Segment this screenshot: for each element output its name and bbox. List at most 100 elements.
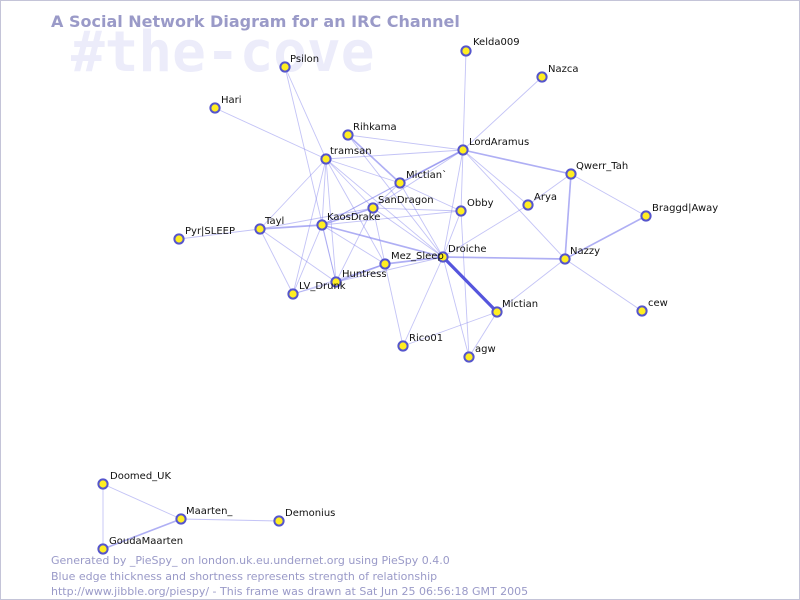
edge-sandragon-tayl xyxy=(259,207,374,230)
node-dot xyxy=(491,306,503,318)
node-dot xyxy=(397,340,409,352)
edge-lordaramus-arya xyxy=(462,149,529,206)
edge-droiche-rico xyxy=(402,256,444,347)
edge-lordaramus-obby xyxy=(460,149,464,212)
edge-lordaramus-droiche xyxy=(442,149,464,258)
node-kelda009: Kelda009 xyxy=(460,37,520,57)
node-dot xyxy=(97,478,109,490)
edge-bragg-nazzy xyxy=(564,215,647,260)
node-agw: agw xyxy=(463,344,496,363)
edge-lordaramus-qwerr xyxy=(462,149,572,175)
node-label: Maarten_ xyxy=(186,506,233,517)
edge-kaosdrake-huntress xyxy=(321,224,337,283)
edge-droiche-nazzy xyxy=(442,256,566,260)
node-tramsan: tramsan xyxy=(320,146,372,165)
node-dot xyxy=(342,129,354,141)
node-dot xyxy=(522,199,534,211)
node-lvdrunk: LV_Drunk xyxy=(287,281,346,300)
node-dot xyxy=(565,168,577,180)
node-mictian_b: Mictian` xyxy=(394,169,447,189)
node-lordaramus: LordAramus xyxy=(457,137,529,156)
edge-kaosdrake-mez xyxy=(321,224,386,265)
edge-lordaramus-sandragon xyxy=(372,149,464,209)
node-dot xyxy=(460,45,472,57)
edge-tramsan-sandragon xyxy=(325,158,374,209)
node-label: Arya xyxy=(534,192,557,203)
edge-lordaramus-nazzy xyxy=(462,149,566,260)
edge-kelda009-lordaramus xyxy=(462,50,467,151)
node-dot xyxy=(97,543,109,555)
edge-mez-rico xyxy=(384,263,404,347)
edge-tayl-lvdrunk xyxy=(259,228,294,295)
node-bragg: Braggd|Away xyxy=(640,203,718,222)
edge-qwerr-bragg xyxy=(570,173,647,217)
node-pyr: Pyr|SLEEP xyxy=(173,226,235,245)
edge-tramsan-kaosdrake xyxy=(321,158,327,226)
node-dot xyxy=(287,288,299,300)
node-label: Kelda009 xyxy=(473,37,520,48)
node-tayl: Tayl xyxy=(254,216,284,235)
node-label: KaosDrake xyxy=(327,212,380,223)
node-label: tramsan xyxy=(330,146,372,157)
node-dot xyxy=(367,202,379,214)
edge-mictian_b-droiche xyxy=(399,182,444,258)
edge-droiche-mictian xyxy=(441,255,499,314)
edge-tramsan-mictian_b xyxy=(325,158,401,184)
edge-droiche-agw xyxy=(442,256,470,358)
footer-legend-note: Blue edge thickness and shortness repres… xyxy=(51,570,438,583)
diagram-title: A Social Network Diagram for an IRC Chan… xyxy=(51,12,460,31)
edge-doomed-maarten xyxy=(102,483,182,520)
node-rihkama: Rihkama xyxy=(342,122,397,141)
node-demonius: Demonius xyxy=(273,508,335,527)
node-label: Nazca xyxy=(548,64,578,75)
node-dot xyxy=(316,219,328,231)
edge-tramsan-tayl xyxy=(259,158,327,230)
node-dot xyxy=(254,223,266,235)
edge-psilon-tramsan xyxy=(284,66,327,160)
edge-tramsan-lordaramus xyxy=(325,149,464,160)
node-label: Doomed_UK xyxy=(110,471,171,482)
node-dot xyxy=(536,71,548,83)
node-dot xyxy=(640,210,652,222)
node-label: Braggd|Away xyxy=(652,203,718,214)
channel-name-watermark: #the-cove xyxy=(71,20,375,85)
node-label: Droiche xyxy=(448,244,486,255)
edge-hari-tramsan xyxy=(214,107,327,160)
node-dot xyxy=(330,276,342,288)
node-dot xyxy=(437,251,449,263)
node-label: LV_Drunk xyxy=(299,281,346,292)
edge-sandragon-mez xyxy=(372,207,386,265)
edge-qwerr-nazzy xyxy=(564,173,572,260)
node-dot xyxy=(636,305,648,317)
node-dot xyxy=(559,253,571,265)
node-rico: Rico01 xyxy=(397,333,443,352)
node-label: Huntress xyxy=(342,269,387,280)
node-dot xyxy=(175,513,187,525)
node-label: Nazzy xyxy=(570,246,600,257)
node-dot xyxy=(463,351,475,363)
edge-droiche-huntress xyxy=(335,256,444,283)
node-qwerr: Qwerr_Tah xyxy=(565,161,628,180)
edge-rihkama-lordaramus xyxy=(347,134,464,151)
edges-group xyxy=(102,50,647,550)
edge-maarten-gouda xyxy=(102,518,182,550)
edge-obby-droiche xyxy=(442,210,462,258)
edge-mictian_b-sandragon xyxy=(372,182,401,209)
footer-url-timestamp: http://www.jibble.org/piespy/ - This fra… xyxy=(51,585,529,598)
node-label: agw xyxy=(475,344,496,355)
edge-obby-kaosdrake xyxy=(321,210,462,226)
node-nazzy: Nazzy xyxy=(559,246,600,265)
edge-rihkama-mictian_b xyxy=(347,134,401,184)
edge-tayl-pyr xyxy=(178,228,261,240)
edge-nazzy-mictian xyxy=(496,258,566,313)
node-psilon: Psilon xyxy=(279,54,319,73)
node-dot xyxy=(273,515,285,527)
node-label: GoudaMaarten xyxy=(109,536,183,547)
edge-mictian-agw xyxy=(468,311,498,358)
node-label: cew xyxy=(648,298,668,309)
node-label: Tayl xyxy=(264,216,284,227)
node-label: Hari xyxy=(221,95,242,106)
edge-obby-agw xyxy=(460,210,470,358)
node-nazca: Nazca xyxy=(536,64,578,83)
